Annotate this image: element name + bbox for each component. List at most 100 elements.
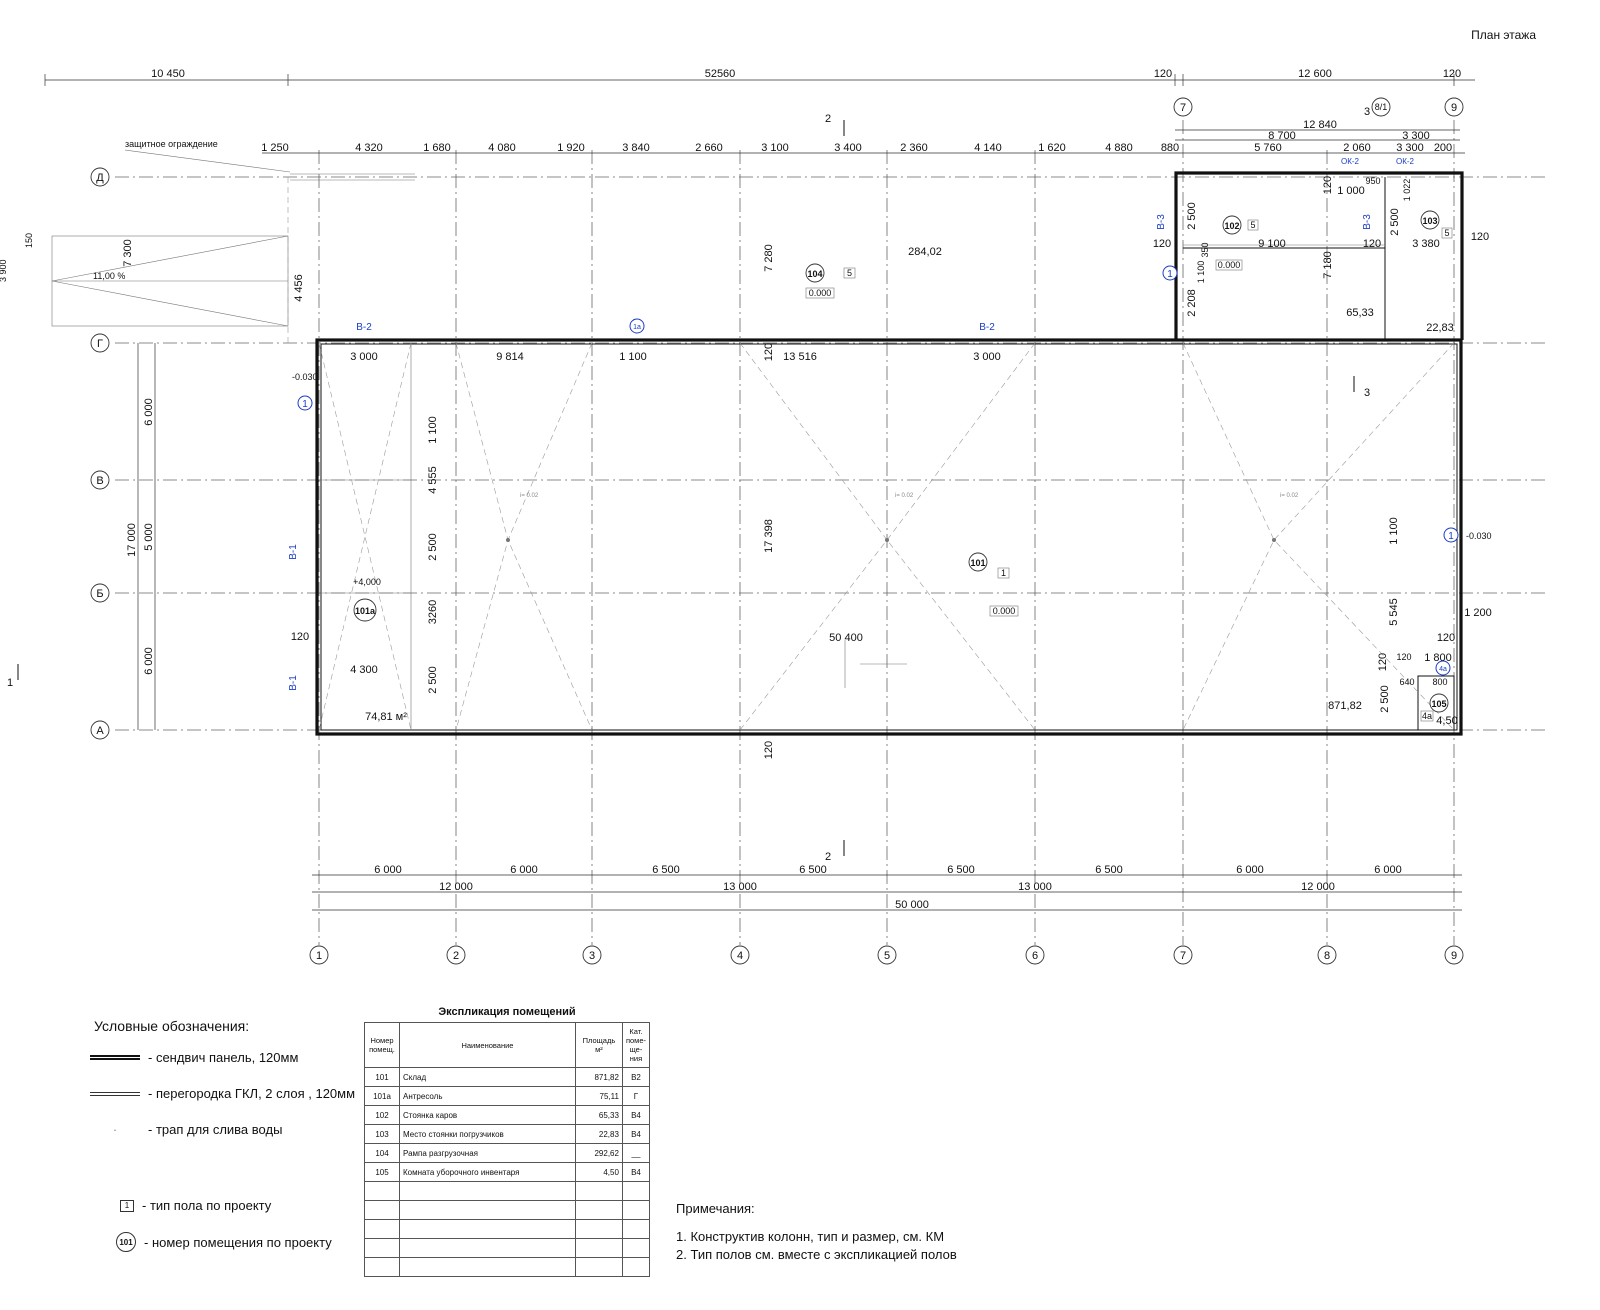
dim-label: 880: [1161, 142, 1179, 154]
svg-text:3260: 3260: [427, 600, 439, 624]
door-mark: [1443, 527, 1459, 543]
cell-cat: __: [621, 1143, 651, 1163]
svg-text:12 000: 12 000: [1301, 881, 1335, 893]
inner-dimensions: 3 000 9 814 1 100 120 13 516 3 000 7 280…: [291, 244, 1492, 759]
guard-label: защитное ограждение: [125, 139, 218, 149]
dim-label: 1 620: [1038, 142, 1066, 154]
column-axis-label: 6: [1032, 950, 1038, 962]
svg-text:4 300: 4 300: [350, 664, 378, 676]
svg-text:i= 0.02: i= 0.02: [1280, 493, 1299, 499]
svg-text:50 400: 50 400: [829, 632, 863, 644]
cell-area: 65,33: [574, 1105, 623, 1125]
svg-text:7 180: 7 180: [1322, 251, 1334, 279]
svg-text:6 000: 6 000: [1374, 864, 1402, 876]
floor-type-symbol: 1: [120, 1199, 134, 1212]
svg-text:2 500: 2 500: [1389, 208, 1401, 236]
room-schedule-table: Экспликация помещений Номер помещ. Наиме…: [364, 1006, 651, 1277]
wall-mark: В-1: [288, 675, 299, 691]
drain-icon: [506, 538, 510, 542]
room-area: 871,82: [1328, 700, 1362, 712]
svg-text:1 100: 1 100: [619, 351, 647, 363]
cell-num: 101: [364, 1067, 400, 1087]
dim-label: 6 000: [143, 398, 155, 426]
dim-label: 200: [1434, 142, 1452, 154]
svg-text:13 000: 13 000: [723, 881, 757, 893]
door-mark: [297, 395, 313, 411]
building-walls: [315, 171, 1464, 736]
level-mark: -0.030: [1466, 531, 1492, 541]
legend-item-partition: - перегородка ГКЛ, 2 слоя , 120мм: [90, 1086, 355, 1101]
legend-item-room-number: 101 - номер помещения по проекту: [90, 1232, 332, 1252]
legend-item-floor-type: 1 - тип пола по проекту: [90, 1198, 271, 1213]
cell-name: Рампа разгрузочная: [399, 1143, 576, 1163]
dim-label: 1 250: [261, 142, 289, 154]
column-axis-label: 8: [1324, 950, 1330, 962]
door-mark: [1435, 660, 1451, 676]
bottom-dimensions: 6 000 6 000 6 500 6 500 6 500 6 500 6 00…: [312, 864, 1462, 911]
column-axis-label: 9: [1451, 950, 1457, 962]
svg-text:i= 0.02: i= 0.02: [895, 493, 914, 499]
svg-text:640: 640: [1399, 677, 1414, 687]
dim-label: 4 456: [293, 274, 305, 302]
room-area: 22,83: [1426, 322, 1454, 334]
top-chain-dimensions: 1 250 4 320 1 680 4 080 1 920 3 840 2 66…: [261, 142, 1465, 154]
svg-text:1 022: 1 022: [1402, 179, 1412, 202]
column-axis-bubbles: 1 2 3 4 5 6 7 8 9 7 9 8/1: [309, 97, 1464, 965]
table-row: 104 Рампа разгрузочная 292,62 __: [364, 1143, 651, 1163]
dim-label: 12 840: [1303, 119, 1337, 131]
dim-label: 7 300: [122, 239, 134, 267]
column-axis-lines: [318, 120, 1455, 945]
svg-text:120: 120: [291, 631, 309, 643]
dim-label: 150: [24, 233, 34, 248]
section-label: 1: [7, 677, 13, 689]
table-row: 101 Склад 871,82 В2: [364, 1067, 651, 1087]
dim-label: 17 000: [126, 523, 138, 557]
cell-num: 103: [364, 1124, 400, 1144]
partition-symbol: [90, 1091, 140, 1096]
dim-label: 1 920: [557, 142, 585, 154]
svg-text:800: 800: [1432, 677, 1447, 687]
level-mark: -0.030: [292, 372, 318, 382]
column-axis-label: 4: [737, 950, 743, 962]
room-number-symbol: 101: [116, 1232, 136, 1252]
table-row: 101а Антресоль 75,11 Г: [364, 1086, 651, 1106]
dim-label: 8 700: [1268, 130, 1296, 142]
overall-dimension-line: 10 450 52560 120 12 600 120: [44, 68, 1475, 86]
dim-label: 10 450: [151, 68, 185, 80]
table-row-empty: [364, 1238, 651, 1258]
svg-text:6 500: 6 500: [799, 864, 827, 876]
ramp-area: защитное ограждение 11,00 % 150 3 900 7 …: [0, 139, 415, 343]
dim-label: 2 060: [1343, 142, 1371, 154]
room-area: 4,50: [1436, 715, 1457, 727]
svg-text:120: 120: [1363, 238, 1381, 250]
room-labels: 101 1 0.000 871,82 101а +4,000 74,81 м² …: [353, 210, 1458, 727]
row-axis-label: В: [96, 475, 103, 487]
room-level: 0.000: [1218, 260, 1241, 270]
dim-label: 5 760: [1254, 142, 1282, 154]
room-number: 102: [1224, 221, 1239, 231]
dim-label: 3 400: [834, 142, 862, 154]
cell-num: 102: [364, 1105, 400, 1125]
row-axis-bubbles: Д Г В Б А: [90, 167, 110, 740]
svg-text:2 500: 2 500: [427, 533, 439, 561]
legend-item-sandwich-panel: - сендвич панель, 120мм: [90, 1050, 298, 1065]
dim-label: 120: [1154, 68, 1172, 80]
floor-plan-drawing: Д Г В Б А 1 2 3 4 5 6 7 8 9 7 9 8/1 10 4…: [0, 68, 1545, 965]
room-level: 0.000: [809, 288, 832, 298]
svg-text:120: 120: [1322, 176, 1334, 194]
svg-text:1 800: 1 800: [1424, 652, 1452, 664]
dim-label: 120: [1443, 68, 1461, 80]
svg-text:950: 950: [1365, 176, 1380, 186]
cell-area: 292,62: [574, 1143, 623, 1163]
annex-dimension-lines: 12 840 8 700 3 300: [1175, 119, 1460, 142]
table-header: Наименование: [399, 1022, 576, 1068]
svg-text:6 500: 6 500: [1095, 864, 1123, 876]
legend-item-drain: · - трап для слива воды: [90, 1122, 283, 1137]
room-number: 103: [1422, 216, 1437, 226]
wall-mark: В-3: [1362, 214, 1373, 230]
note-item: 2. Тип полов см. вместе с экспликацией п…: [676, 1247, 957, 1262]
door-label: 1: [302, 399, 308, 410]
door-label: 4а: [1439, 666, 1447, 673]
legend-item-label: - трап для слива воды: [148, 1122, 283, 1137]
svg-text:2 500: 2 500: [1186, 202, 1198, 230]
